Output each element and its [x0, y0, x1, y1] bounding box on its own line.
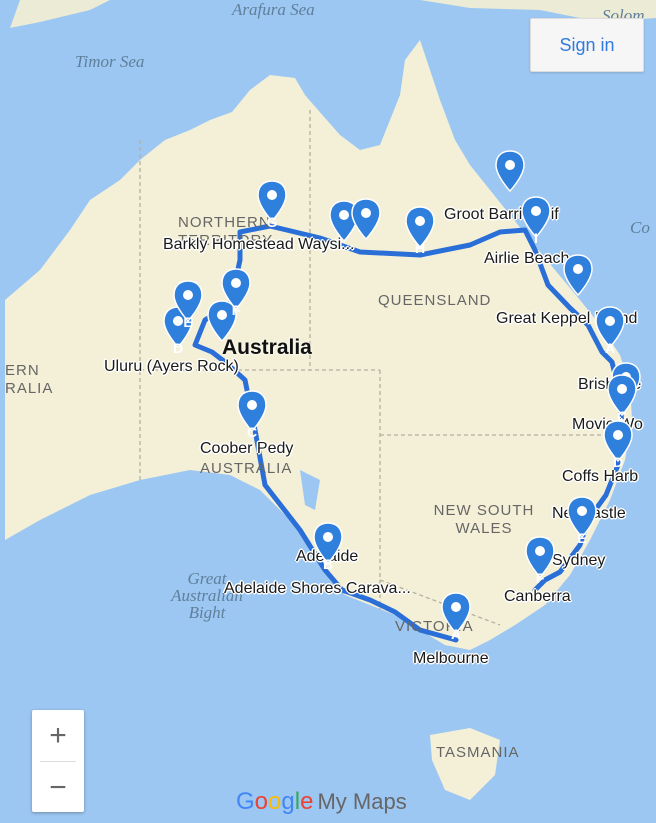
place-airlie[interactable]: Airlie Beach	[484, 250, 570, 267]
map-pin-icon	[351, 198, 381, 241]
pin-unlabeled-groot[interactable]	[494, 150, 526, 193]
pin-e-west[interactable]: E	[172, 280, 204, 330]
map-pin-icon	[607, 374, 637, 417]
region-south-australia: AUSTRALIA	[200, 460, 293, 477]
map-pin-icon	[563, 254, 593, 297]
pin-f-canberra[interactable]: F	[524, 536, 556, 586]
zoom-in-button[interactable]: +	[32, 710, 84, 761]
pin-h-qld[interactable]: H	[404, 206, 436, 256]
map-pin-icon	[173, 280, 203, 323]
place-uluru[interactable]: Uluru (Ayers Rock)	[104, 358, 239, 375]
map-pin-icon	[221, 268, 251, 311]
place-coffs[interactable]: Coffs Harb	[562, 468, 639, 485]
sea-arafura: Arafura Sea	[232, 0, 315, 19]
place-barkly[interactable]: Barkly Homestead Waysi...	[163, 236, 355, 253]
map-pin-icon	[603, 420, 633, 463]
my-maps-wordmark: My Maps	[317, 789, 407, 814]
sea-timor: Timor Sea	[75, 52, 145, 71]
sea-bight: Great Australian Bight	[171, 569, 243, 622]
pin-c-movie[interactable]: C	[606, 374, 638, 424]
pin-i-airlie[interactable]: I	[520, 196, 552, 246]
map-pin-icon	[495, 150, 525, 193]
pin-unlabeled-keppel-north[interactable]	[562, 254, 594, 297]
pin-a-melbourne[interactable]: A	[440, 592, 472, 642]
pin-b-adelaide[interactable]: B	[312, 522, 344, 572]
map-pin-icon	[329, 200, 359, 243]
sea-coral: Co	[630, 218, 650, 237]
country-label: Australia	[222, 336, 312, 359]
google-wordmark: Google	[236, 788, 314, 815]
region-tasmania: TASMANIA	[436, 744, 520, 761]
pin-unlabeled-qld-1[interactable]	[328, 200, 360, 243]
map-pin-icon	[521, 196, 551, 239]
region-northern-territory: NORTHERN TERRITORY	[178, 214, 274, 249]
place-melbourne[interactable]: Melbourne	[413, 650, 489, 667]
map-pin-icon	[525, 536, 555, 579]
pin-c-coober[interactable]: C	[236, 390, 268, 440]
place-adelaide-shores[interactable]: Adelaide Shores Carava...	[224, 580, 411, 597]
pin-e-sydney[interactable]: E	[566, 496, 598, 546]
region-queensland: QUEENSLAND	[378, 292, 492, 309]
map-pin-icon	[405, 206, 435, 249]
region-western-australia: ERN RALIA	[5, 362, 54, 397]
sign-in-button[interactable]: Sign in	[530, 18, 644, 72]
map-pin-icon	[237, 390, 267, 433]
place-coober-pedy[interactable]: Coober Pedy	[200, 440, 294, 457]
pin-g-nt[interactable]: G	[256, 180, 288, 230]
zoom-control: + −	[32, 710, 84, 812]
map-pin-icon	[207, 300, 237, 343]
pin-f-alice[interactable]: F	[220, 268, 252, 318]
map-pin-icon	[567, 496, 597, 539]
pin-unlabeled-alice-1[interactable]	[206, 300, 238, 343]
map-pin-icon	[595, 306, 625, 349]
map-pin-icon	[257, 180, 287, 223]
place-canberra[interactable]: Canberra	[504, 588, 571, 605]
map-pin-icon	[313, 522, 343, 565]
region-new-south-wales: NEW SOUTH WALES	[433, 502, 535, 537]
zoom-out-button[interactable]: −	[32, 762, 84, 813]
pin-a-keppel[interactable]: A	[594, 306, 626, 356]
place-sydney[interactable]: Sydney	[552, 552, 606, 569]
map-pin-icon	[441, 592, 471, 635]
pin-unlabeled-qld-2[interactable]	[350, 198, 382, 241]
zoom-divider	[40, 761, 76, 762]
pin-d-coffs[interactable]: D	[602, 420, 634, 470]
